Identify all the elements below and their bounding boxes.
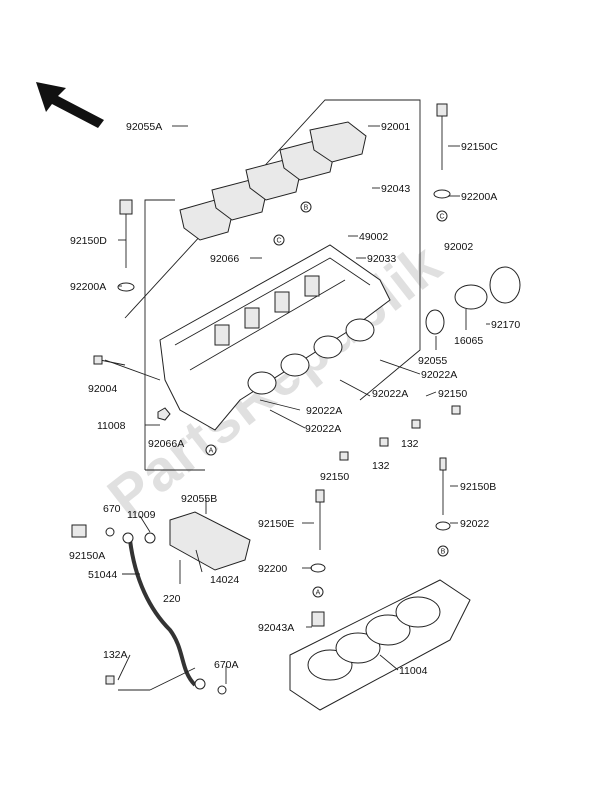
label-92055B: 92055B <box>181 493 217 505</box>
label-92150D: 92150D <box>70 235 107 247</box>
label-92022A-4: 92022A <box>305 423 341 435</box>
ref-a-marker-2: A <box>316 590 321 597</box>
cylinder-head-body <box>159 244 391 431</box>
ref-b-marker-2: B <box>441 549 446 556</box>
label-92150-bottom: 92150 <box>320 471 349 483</box>
bolts-left <box>93 199 171 421</box>
front-direction-arrow-icon <box>36 82 104 128</box>
bolts-right <box>433 103 451 531</box>
label-92022A-1: 92022A <box>421 369 457 381</box>
label-92055: 92055 <box>418 355 447 367</box>
label-11004: 11004 <box>399 665 428 677</box>
label-92200: 92200 <box>258 563 287 575</box>
label-92200A-left: 92200A <box>70 281 106 293</box>
label-92150E: 92150E <box>258 518 294 530</box>
label-220: 220 <box>163 593 181 605</box>
label-132A: 132A <box>103 649 128 661</box>
label-92066: 92066 <box>210 253 239 265</box>
label-51044: 51044 <box>88 569 117 581</box>
label-16065: 16065 <box>454 335 483 347</box>
label-92004: 92004 <box>88 383 117 395</box>
part-labels: 92055A 92001 92150C 92043 92200A 92150D … <box>69 121 520 677</box>
label-92150A: 92150A <box>69 550 105 562</box>
ref-b-marker: B <box>304 205 309 212</box>
label-92043A: 92043A <box>258 622 294 634</box>
label-92066A: 92066A <box>148 438 184 450</box>
ref-c-marker-2: C <box>439 214 444 221</box>
label-670: 670 <box>103 503 121 515</box>
intake-holder <box>425 266 521 335</box>
label-14024: 14024 <box>210 574 239 586</box>
label-92043: 92043 <box>381 183 410 195</box>
label-670A: 670A <box>214 659 239 671</box>
label-92022A-3: 92022A <box>306 405 342 417</box>
label-49002: 49002 <box>359 231 388 243</box>
leader-lines <box>104 125 490 691</box>
label-11008: 11008 <box>97 420 126 432</box>
ref-c-marker: C <box>276 238 281 245</box>
label-92022: 92022 <box>460 518 489 530</box>
label-92001: 92001 <box>381 121 410 133</box>
label-92002: 92002 <box>444 241 473 253</box>
label-132-2: 132 <box>372 460 390 472</box>
label-92200A-right: 92200A <box>461 191 497 203</box>
label-92150B: 92150B <box>460 481 496 493</box>
reference-markers: B C C B A A <box>205 201 449 598</box>
label-92150C: 92150C <box>461 141 498 153</box>
label-92150-right: 92150 <box>438 388 467 400</box>
label-92022A-2: 92022A <box>372 388 408 400</box>
oil-pipe-assembly <box>71 511 251 695</box>
ref-a-marker: A <box>209 448 214 455</box>
label-132-1: 132 <box>401 438 419 450</box>
cylinder-head-gasket <box>289 579 471 711</box>
label-92033: 92033 <box>367 253 396 265</box>
label-92055A: 92055A <box>126 121 162 133</box>
camshaft-caps <box>179 121 367 241</box>
label-92170: 92170 <box>491 319 520 331</box>
bolts-center <box>310 405 461 627</box>
label-11009: 11009 <box>127 509 156 521</box>
